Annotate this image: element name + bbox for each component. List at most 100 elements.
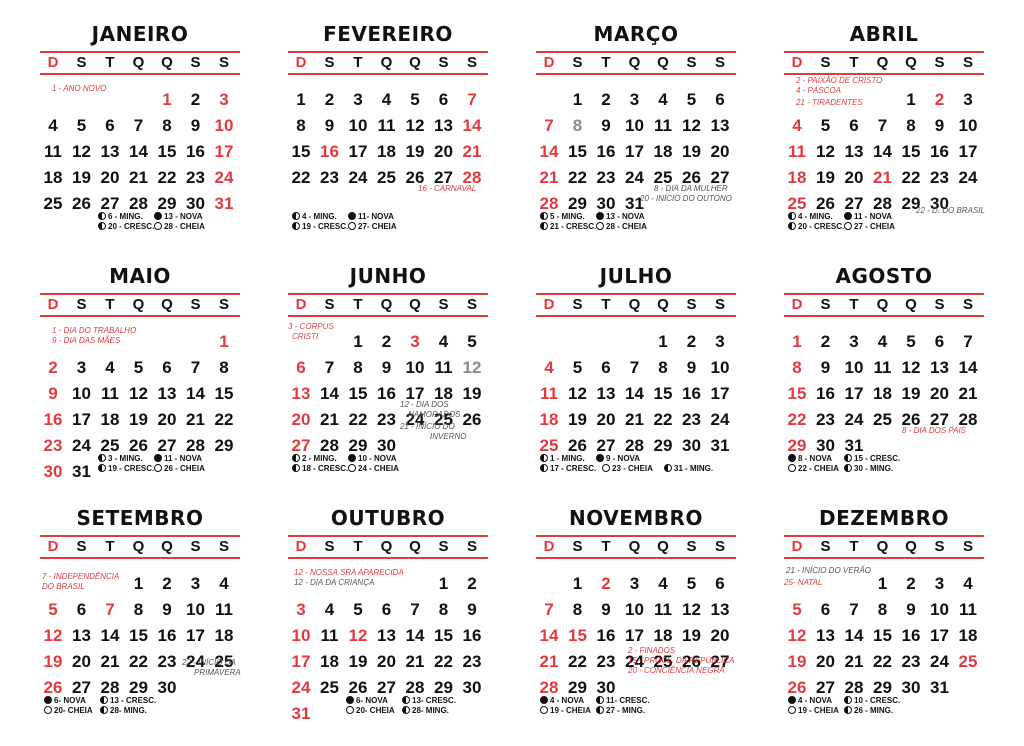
day-cell[interactable]: 23 bbox=[930, 168, 949, 187]
day-cell[interactable]: 4 bbox=[105, 358, 115, 377]
day-cell[interactable]: 27 bbox=[291, 436, 311, 455]
day-cell[interactable]: 13 bbox=[596, 384, 616, 403]
day-cell[interactable]: 14 bbox=[539, 626, 559, 645]
day-cell[interactable]: 10 bbox=[348, 116, 368, 135]
day-cell[interactable]: 19 bbox=[682, 626, 701, 645]
day-cell[interactable]: 14 bbox=[462, 116, 482, 135]
day-cell[interactable]: 12 bbox=[348, 626, 368, 645]
day-cell[interactable]: 8 bbox=[792, 358, 802, 377]
day-cell[interactable]: 6 bbox=[381, 600, 392, 619]
day-cell[interactable]: 24 bbox=[186, 652, 205, 671]
day-cell[interactable]: 29 bbox=[129, 678, 148, 697]
day-cell[interactable]: 20 bbox=[291, 410, 311, 429]
day-cell[interactable]: 8 bbox=[438, 600, 449, 619]
day-cell[interactable]: 7 bbox=[467, 90, 477, 109]
day-cell[interactable]: 27 bbox=[710, 168, 730, 187]
day-cell[interactable]: 21 bbox=[625, 410, 644, 429]
day-cell[interactable]: 27 bbox=[434, 168, 453, 187]
day-cell[interactable]: 27 bbox=[844, 194, 864, 213]
day-cell[interactable]: 13 bbox=[291, 384, 311, 403]
day-cell[interactable]: 11 bbox=[788, 142, 806, 161]
day-cell[interactable]: 6 bbox=[76, 600, 87, 619]
day-cell[interactable]: 15 bbox=[653, 384, 673, 403]
day-cell[interactable]: 19 bbox=[816, 168, 835, 187]
day-cell[interactable]: 7 bbox=[133, 116, 144, 135]
day-cell[interactable]: 25 bbox=[43, 194, 63, 213]
day-cell[interactable]: 26 bbox=[462, 410, 482, 429]
day-cell[interactable]: 13 bbox=[72, 626, 91, 645]
day-cell[interactable]: 17 bbox=[625, 626, 644, 645]
day-cell[interactable]: 31 bbox=[72, 462, 91, 481]
day-cell[interactable]: 7 bbox=[877, 116, 888, 135]
day-cell[interactable]: 4 bbox=[658, 90, 668, 109]
day-cell[interactable]: 3 bbox=[715, 332, 725, 351]
day-cell[interactable]: 13 bbox=[930, 358, 949, 377]
day-cell[interactable]: 20 bbox=[72, 652, 91, 671]
day-cell[interactable]: 29 bbox=[901, 194, 921, 213]
day-cell[interactable]: 21 bbox=[186, 410, 205, 429]
day-cell[interactable]: 8 bbox=[572, 116, 583, 135]
day-cell[interactable]: 28 bbox=[844, 678, 864, 697]
day-cell[interactable]: 13 bbox=[377, 626, 396, 645]
day-cell[interactable]: 14 bbox=[625, 384, 644, 403]
day-cell[interactable]: 26 bbox=[129, 436, 148, 455]
day-cell[interactable]: 30 bbox=[901, 678, 921, 697]
day-cell[interactable]: 30 bbox=[462, 678, 482, 697]
day-cell[interactable]: 19 bbox=[129, 410, 148, 429]
day-cell[interactable]: 30 bbox=[43, 462, 63, 481]
day-cell[interactable]: 14 bbox=[958, 358, 978, 377]
day-cell[interactable]: 22 bbox=[129, 652, 148, 671]
day-cell[interactable]: 20 bbox=[596, 410, 616, 429]
day-cell[interactable]: 30 bbox=[377, 436, 396, 455]
day-cell[interactable]: 10 bbox=[214, 116, 234, 135]
day-cell[interactable]: 30 bbox=[157, 678, 177, 697]
day-cell[interactable]: 5 bbox=[820, 116, 831, 135]
day-cell[interactable]: 30 bbox=[186, 194, 205, 213]
day-cell[interactable]: 13 bbox=[710, 116, 730, 135]
day-cell[interactable]: 6 bbox=[601, 358, 611, 377]
day-cell[interactable]: 26 bbox=[787, 678, 807, 697]
day-cell[interactable]: 8 bbox=[133, 600, 144, 619]
day-cell[interactable]: 12 bbox=[682, 600, 701, 619]
day-cell[interactable]: 18 bbox=[100, 410, 120, 429]
day-cell[interactable]: 7 bbox=[190, 358, 201, 377]
day-cell[interactable]: 3 bbox=[76, 358, 87, 377]
day-cell[interactable]: 3 bbox=[629, 90, 640, 109]
day-cell[interactable]: 4 bbox=[792, 116, 802, 135]
day-cell[interactable]: 2 bbox=[686, 332, 697, 351]
day-cell[interactable]: 26 bbox=[72, 194, 91, 213]
day-cell[interactable]: 20 bbox=[844, 168, 864, 187]
day-cell[interactable]: 8 bbox=[906, 116, 916, 135]
day-cell[interactable]: 12 bbox=[462, 358, 482, 377]
day-cell[interactable]: 26 bbox=[348, 678, 368, 697]
day-cell[interactable]: 20 bbox=[434, 142, 453, 161]
day-cell[interactable]: 14 bbox=[844, 626, 864, 645]
day-cell[interactable]: 9 bbox=[467, 600, 477, 619]
day-cell[interactable]: 28 bbox=[462, 168, 482, 187]
day-cell[interactable]: 15 bbox=[434, 626, 453, 645]
day-cell[interactable]: 7 bbox=[410, 600, 420, 619]
day-cell[interactable]: 27 bbox=[930, 410, 949, 429]
day-cell[interactable]: 6 bbox=[820, 600, 831, 619]
day-cell[interactable]: 31 bbox=[710, 436, 730, 455]
day-cell[interactable]: 31 bbox=[930, 678, 949, 697]
day-cell[interactable]: 6 bbox=[162, 358, 172, 377]
day-cell[interactable]: 8 bbox=[353, 358, 363, 377]
day-cell[interactable]: 25 bbox=[320, 678, 339, 697]
day-cell[interactable]: 23 bbox=[682, 410, 701, 429]
day-cell[interactable]: 14 bbox=[873, 142, 892, 161]
day-cell[interactable]: 21 bbox=[462, 142, 482, 161]
day-cell[interactable]: 2 bbox=[324, 90, 335, 109]
day-cell[interactable]: 19 bbox=[462, 384, 482, 403]
day-cell[interactable]: 22 bbox=[348, 410, 368, 429]
day-cell[interactable]: 16 bbox=[43, 410, 63, 429]
day-cell[interactable]: 7 bbox=[629, 358, 640, 377]
day-cell[interactable]: 9 bbox=[934, 116, 945, 135]
day-cell[interactable]: 19 bbox=[568, 410, 587, 429]
day-cell[interactable]: 23 bbox=[901, 652, 921, 671]
day-cell[interactable]: 18 bbox=[434, 384, 453, 403]
day-cell[interactable]: 2 bbox=[601, 574, 611, 593]
day-cell[interactable]: 24 bbox=[72, 436, 91, 455]
day-cell[interactable]: 11 bbox=[215, 600, 233, 619]
day-cell[interactable]: 25 bbox=[434, 410, 453, 429]
